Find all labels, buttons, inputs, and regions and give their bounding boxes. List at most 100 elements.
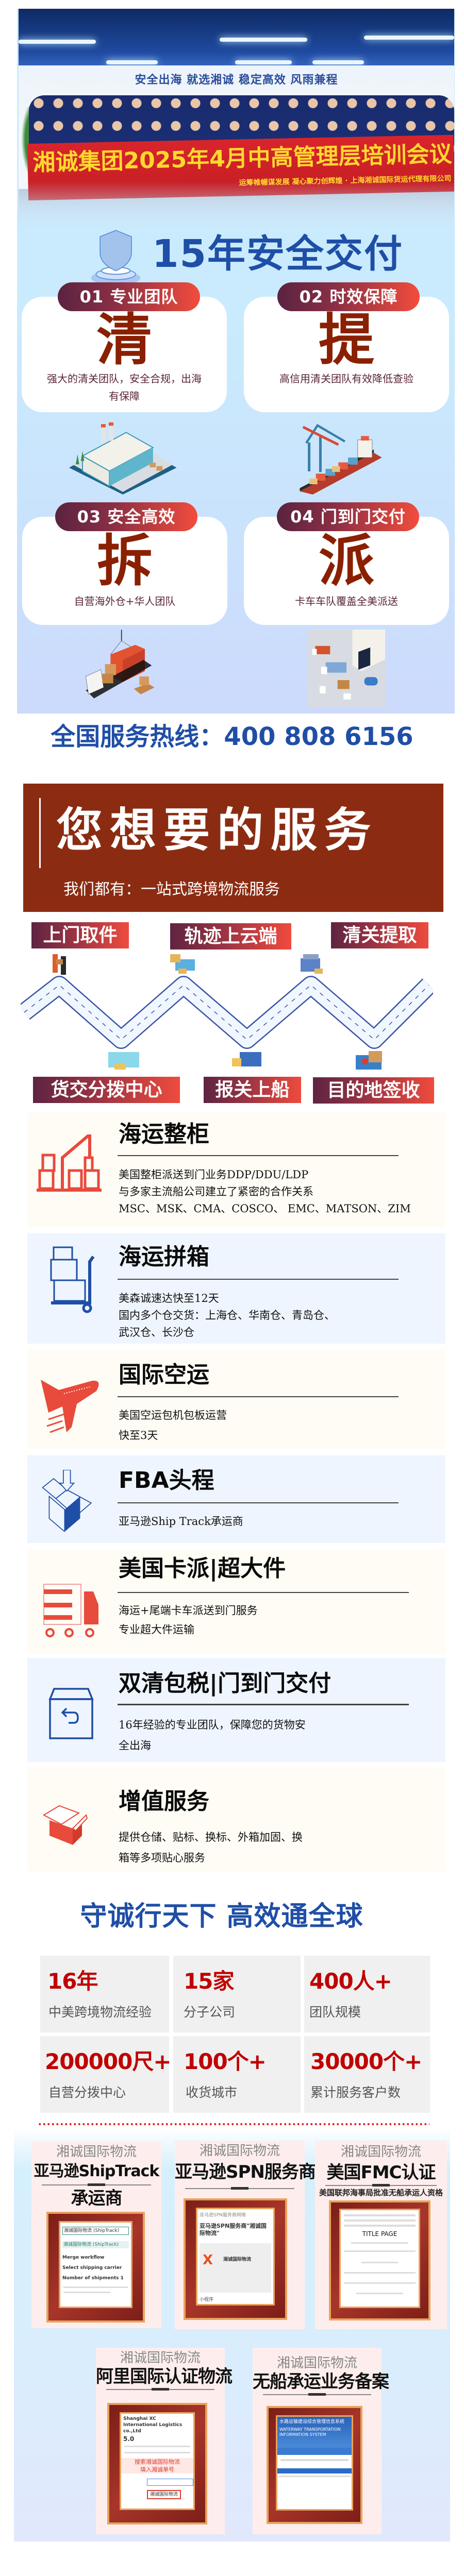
screen-input (147, 2479, 193, 2486)
feature-char: 拆 (96, 529, 153, 594)
hotline-label: 全国服务热线： (51, 722, 224, 751)
cargo-ship-illustration (300, 423, 382, 495)
feature-char: 清 (96, 308, 152, 372)
stat-warehouse: 200000尺+ 自营分拨中心 (40, 2036, 172, 2113)
hotline-number[interactable]: 400 808 6156 (224, 722, 413, 751)
service-desc-line: 美国空运包机包板运营 (119, 1409, 227, 1421)
divider (118, 1396, 399, 1397)
divider (118, 1592, 409, 1593)
service-desc-line: 美森诚速达快至12天 (119, 1292, 219, 1304)
feature-card-unpack (22, 517, 227, 625)
stat-customers: 30000个+ 累计服务客户数 (304, 2036, 430, 2113)
screen-header: 水路运输建设综合管理信息系统 WATERWAY TRANSPORTATION I… (277, 2417, 352, 2448)
feature-desc: 卡车车队覆盖全美派送 (295, 595, 398, 607)
service-title: 海运拼箱 (119, 1244, 209, 1270)
service-hotline[interactable]: 全国服务热线：400 808 6156 (0, 721, 464, 752)
cert-subtitle: 美国联邦海事局批准无船承运人资格 (319, 2188, 443, 2197)
hand-truck-boxes-icon (50, 1246, 95, 1313)
service-desc-line: 16年经验的专业团队，保障您的货物安 (119, 1719, 306, 1731)
cert-title: 亚马逊SPN服务商 (175, 2162, 316, 2182)
stat-value: 15家 (184, 1969, 234, 1994)
feature-tag: 03 安全高效 (55, 502, 197, 531)
service-card-air[interactable]: 国际空运 美国空运包机包板运营 快至3天 (27, 1350, 445, 1449)
screen-hint: 搜索湘诚国际物流 填入湘诚单号 (121, 2458, 193, 2473)
certificate-frame: Shanghai XC International Logistics co.,… (107, 2403, 207, 2524)
xc-logo-icon: X (203, 2252, 213, 2268)
courier-handover-icon (53, 954, 66, 975)
certificate-frame: 水路运输建设综合管理信息系统 WATERWAY TRANSPORTATION I… (267, 2406, 362, 2524)
safety-title: 15年安全交付 (152, 232, 403, 276)
stat-value: 200000尺+ (45, 2049, 172, 2074)
divider (118, 1704, 409, 1705)
services-banner-title: 您想要的服务 (56, 803, 378, 857)
cert-brand: 湘诚国际物流 (199, 2143, 280, 2159)
cert-card-fmc[interactable]: 湘诚国际物流 美国FMC认证 美国联邦海事局批准无船承运人资格 TITLE PA… (315, 2141, 447, 2329)
red-banner: 湘诚集团2025年4月中高管理层培训会议 运筹帷幄谋发展 凝心聚力创辉煌 · 上… (27, 134, 454, 200)
shield-icon (91, 230, 141, 285)
screen-text: 搜索湘诚国际物流 (135, 2459, 180, 2465)
company-slogan: 守诚行天下 高效通全球 (80, 1901, 363, 1932)
divider (325, 2184, 437, 2187)
certificate-screenshot: 水路运输建设综合管理信息系统 WATERWAY TRANSPORTATION I… (276, 2415, 353, 2511)
service-desc: 美国空运包机包板运营 快至3天 (119, 1405, 227, 1446)
cert-card-alibaba[interactable]: 湘诚国际物流 阿里国际认证物流 Shanghai XC Internationa… (96, 2348, 233, 2534)
screen-text: Number of shipments 1 (62, 2276, 124, 2281)
stat-value: 100个+ (184, 2049, 267, 2074)
service-card-trucking[interactable]: 美国卡派|超大件 海运+尾端卡车派送到门服务 专业超大件运输 (27, 1550, 445, 1654)
screen-text: 亚马逊SPN服务商"湘诚国际物流" (200, 2223, 267, 2236)
return-box-icon (48, 1688, 94, 1739)
stat-value: 30000个+ (310, 2049, 422, 2074)
service-card-door-to-door[interactable]: 双清包税|门到门交付 16年经验的专业团队，保障您的货物安 全出海 (27, 1658, 445, 1762)
service-desc: 美森诚速达快至12天 国内多个仓交货：上海仓、华南仓、青岛仓、 武汉仓、长沙仓 (119, 1290, 335, 1341)
process-step-tracking: 轨迹上云端 (170, 923, 291, 950)
feature-tag: 01 专业团队 (58, 282, 200, 311)
service-card-fcl[interactable]: 海运整柜 美国整柜派送到门业务DDP/DDU/LDP 与多家主流船公司建立了紧密… (27, 1113, 445, 1227)
process-step-sorting: 货交分拨中心 (33, 1077, 180, 1103)
cert-title: 亚马逊ShipTrack (34, 2162, 160, 2180)
banner-subtitle: 运筹帷幄谋发展 凝心聚力创辉煌 · 上海湘诚国际货运代理有限公司 (239, 174, 452, 188)
cert-card-shiptrack[interactable]: 湘诚国际物流 亚马逊ShipTrack 承运商 湘诚国际物流 (ShipTrac… (31, 2142, 161, 2328)
sorting-center-icon (108, 1052, 139, 1070)
ceiling-lamp (106, 60, 158, 64)
screen-text: Select shipping carrier (62, 2265, 122, 2270)
cert-brand: 湘诚国际物流 (120, 2350, 201, 2366)
ceiling-lamp (364, 36, 454, 40)
cert-card-spn[interactable]: 湘诚国际物流 亚马逊SPN服务商 亚马逊SPN服务商网络 亚马逊SPN服务商"湘… (175, 2141, 316, 2329)
service-card-fba[interactable]: FBA头程 亚马逊Ship Track承运商 (27, 1455, 445, 1543)
container-truck-illustration (86, 630, 155, 699)
service-title: 国际空运 (119, 1362, 209, 1388)
open-box-icon (43, 1805, 88, 1845)
certificate-frame: 亚马逊SPN服务商网络 亚马逊SPN服务商"湘诚国际物流" X 湘诚国际物流 小… (184, 2198, 287, 2320)
service-desc-line: 与多家主流船公司建立了紧密的合作关系 (119, 1185, 313, 1198)
screen-text: 湘诚国际物流 (ShipTrack) (62, 2227, 129, 2235)
service-title: 海运整柜 (119, 1121, 209, 1147)
screen-text: 5.0 (123, 2435, 135, 2443)
screen-text: 亚马逊SPN服务商网络 (200, 2213, 246, 2218)
ceiling-lamp (19, 40, 96, 44)
certificate-screenshot: Shanghai XC International Logistics co.,… (120, 2412, 195, 2510)
service-desc-line: 美国整柜派送到门业务DDP/DDU/LDP (119, 1168, 309, 1181)
crane-containers-icon (37, 1134, 102, 1192)
ceiling-lamp (220, 38, 307, 42)
feature-tag: 04 门到门交付 (277, 502, 419, 531)
cert-brand: 湘诚国际物流 (56, 2144, 137, 2160)
service-card-value-added[interactable]: 增值服务 提供仓储、贴标、换标、外箱加固、换 箱等多项贴心服务 (27, 1767, 445, 1872)
service-card-lcl[interactable]: 海运拼箱 美森诚速达快至12天 国内多个仓交货：上海仓、华南仓、青岛仓、 武汉仓… (27, 1233, 445, 1344)
airplane-icon (41, 1380, 99, 1433)
feature-desc: 强大的清关团队，安全合规，出海有保障 (47, 372, 202, 402)
feature-desc: 高信用清关团队有效降低查验 (279, 372, 413, 385)
cert-card-nvocc[interactable]: 湘诚国际物流 无船承运业务备案 水路运输建设综合管理信息系统 WATERWAY … (253, 2348, 389, 2534)
truck-icon (43, 1584, 98, 1637)
process-step-pickup: 上门取件 (31, 922, 129, 948)
screen-text: Merge workflow (62, 2255, 105, 2260)
service-desc-line: 提供仓储、贴标、换标、外箱加固、换 (119, 1831, 303, 1843)
divider (263, 2393, 371, 2396)
service-title: 双清包税|门到门交付 (119, 1670, 332, 1697)
service-title: 增值服务 (119, 1788, 209, 1815)
stat-label: 收货城市 (186, 2085, 238, 2100)
stat-label: 累计服务客户数 (310, 2085, 401, 2100)
service-desc-line: MSC、MSK、CMA、COSCO、 EMC、MATSON、ZIM (119, 1202, 411, 1215)
service-desc: 亚马逊Ship Track承运商 (119, 1513, 243, 1530)
dotted-divider (38, 2123, 429, 2125)
screen-text: 填入湘诚单号 (140, 2466, 174, 2473)
